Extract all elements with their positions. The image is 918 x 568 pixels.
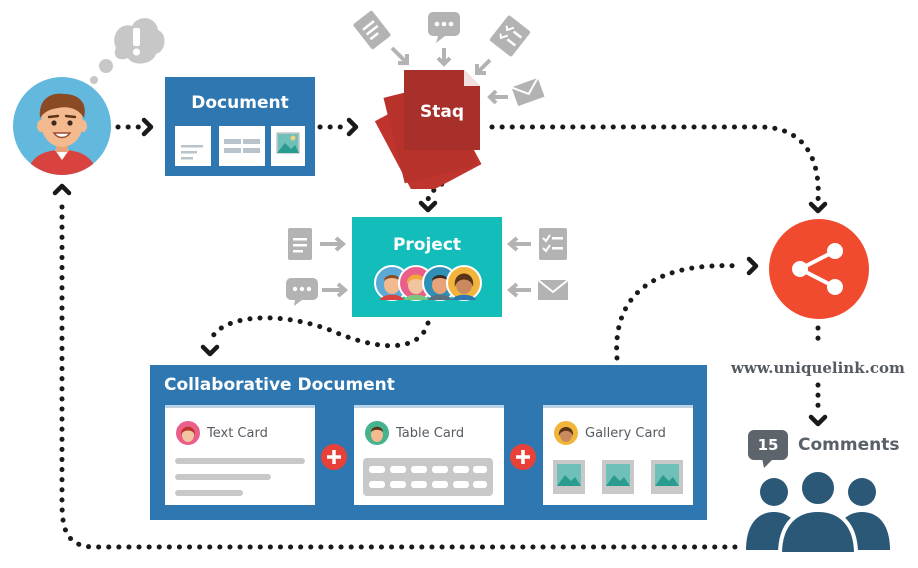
flow-staq-to-share: [489, 124, 821, 203]
table-card-label: Table Card: [396, 426, 465, 441]
staq-stack: [374, 70, 482, 189]
gallery-card-avatar: [554, 421, 578, 445]
comments-badge-tail: [762, 458, 774, 468]
arrowhead-project: [418, 200, 438, 213]
text-card-avatar: [176, 421, 200, 445]
table-card: Table Card: [354, 405, 504, 505]
arrowhead-user: [52, 183, 72, 196]
plus-icon: [321, 444, 347, 470]
user-avatar: [13, 77, 111, 175]
arrowhead-people: [808, 414, 828, 427]
project-team-avatars: [374, 265, 482, 301]
document-box: Document: [165, 77, 315, 176]
thought-bubble-icon: [90, 18, 165, 84]
comments-count-badge: 15: [748, 430, 788, 460]
staq-input-icons: [353, 10, 545, 107]
document-card-thumbnails: [175, 126, 305, 166]
arrowhead-share: [808, 201, 828, 214]
arrowhead-staq: [346, 117, 359, 137]
document-title: Document: [191, 93, 289, 113]
project-title: Project: [392, 235, 462, 255]
arrowhead-collab: [200, 344, 220, 357]
plus-icon: [510, 444, 536, 470]
gallery-card-label: Gallery Card: [585, 426, 666, 441]
flow-project-to-collab: [207, 315, 431, 349]
collaborative-document-title: Collaborative Document: [164, 375, 395, 395]
text-card-lines: [175, 458, 305, 496]
arrowhead-share-left: [746, 256, 759, 276]
arrowhead-document: [141, 117, 154, 137]
share-url: www.uniquelink.com: [731, 359, 905, 377]
collaborative-document-box: Collaborative Document Text Card: [150, 365, 707, 520]
share-icon: [769, 219, 869, 319]
gallery-card-images: [553, 460, 683, 494]
text-card-label: Text Card: [207, 426, 268, 441]
flow-people-to-user: [59, 195, 738, 550]
gallery-card: Gallery Card: [543, 405, 693, 505]
table-card-avatar: [365, 421, 389, 445]
project-right-input-icons: [506, 228, 569, 300]
table-card-grid: [363, 458, 493, 496]
project-box: Project: [352, 217, 502, 317]
project-left-input-icons: [286, 228, 349, 306]
flow-collab-to-share: [614, 263, 743, 361]
staq-title: Staq: [419, 102, 464, 122]
comments-label: Comments: [798, 435, 900, 455]
people-group-icon: [746, 468, 890, 554]
text-card: Text Card: [165, 405, 315, 505]
